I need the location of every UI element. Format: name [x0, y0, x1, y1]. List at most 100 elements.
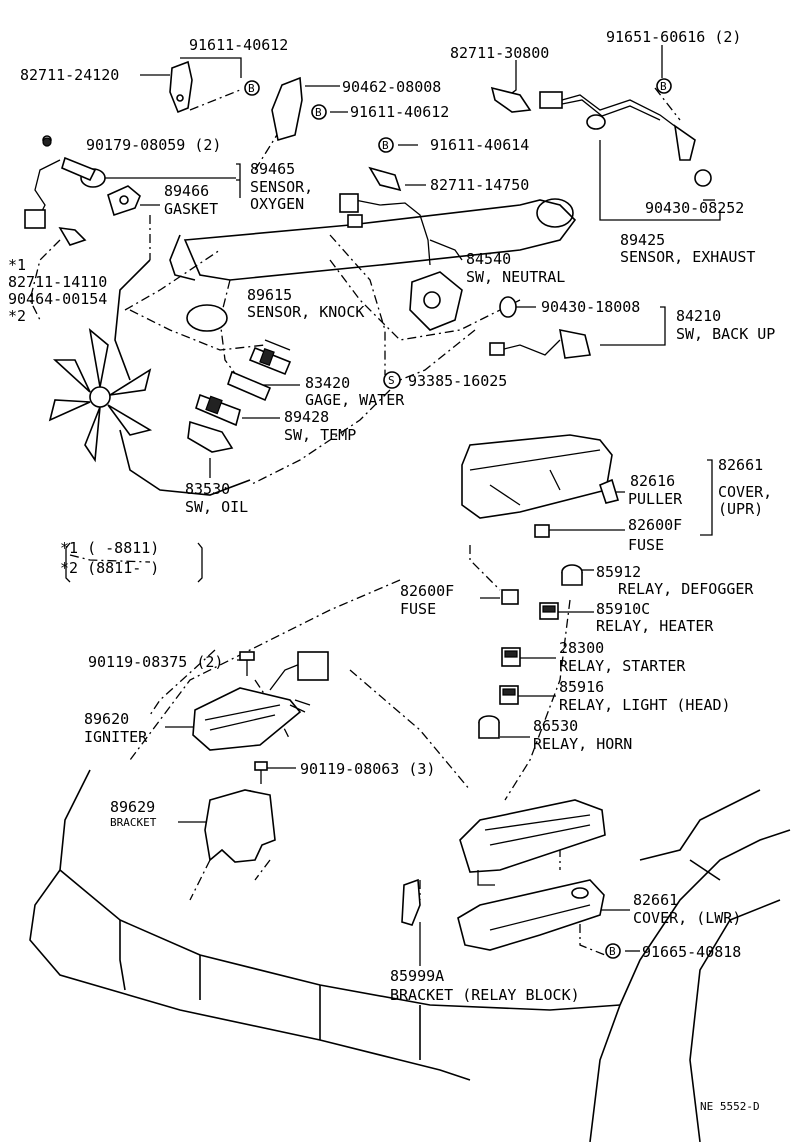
label-82600F-a-name: FUSE: [628, 536, 664, 554]
leader-lines: [85, 45, 721, 966]
label-91611-40614: 91611-40614: [430, 136, 529, 154]
relay-block-glyph: [459, 799, 606, 886]
label-85916-number: 85916: [559, 678, 604, 696]
label-82661-upper-name-2: (UPR): [718, 500, 763, 518]
label-star-2: *2: [8, 307, 26, 325]
label-86530-name: RELAY, HORN: [533, 735, 632, 753]
label-93385-16025: 93385-16025: [408, 372, 507, 390]
label-28300-number: 28300: [559, 639, 604, 657]
label-89465-name-1: SENSOR,: [250, 178, 313, 196]
label-82600F-a-number: 82600F: [628, 516, 682, 534]
label-85912-number: 85912: [596, 563, 641, 581]
part-82711-24120-glyph: [169, 60, 193, 114]
dashed-lines: [29, 87, 681, 956]
label-89465-name-2: OXYGEN: [250, 195, 304, 213]
label-89620-name: IGNITER: [84, 728, 148, 746]
label-85912-name: RELAY, DEFOGGER: [618, 580, 754, 598]
label-84540-number: 84540: [466, 250, 511, 268]
bolt-marker-b-1: B: [244, 80, 260, 96]
label-89428-number: 89428: [284, 408, 329, 426]
bolt-marker-b-5: B: [605, 943, 621, 959]
label-brackets: [65, 542, 203, 583]
label-89620-number: 89620: [84, 710, 129, 728]
part-90462-08008-glyph: [271, 76, 303, 142]
part-89620-glyph: [192, 651, 329, 751]
label-note-2: *2 (8811- ): [60, 559, 159, 577]
part-82661-lower-glyph: [457, 879, 605, 951]
drawing-number: NE 5552-D: [700, 1100, 760, 1113]
label-82661-upper-number: 82661: [718, 456, 763, 474]
label-91611-40612-b: 91611-40612: [350, 103, 449, 121]
label-83420-number: 83420: [305, 374, 350, 392]
bolt-marker-b-3: B: [311, 104, 327, 120]
label-89425-number: 89425: [620, 231, 665, 249]
label-84210-number: 84210: [676, 307, 721, 325]
part-89428-glyph: [195, 393, 241, 427]
label-84210-name: SW, BACK UP: [676, 325, 775, 343]
part-82661-upper-glyph: [461, 434, 620, 538]
label-89629-number: 89629: [110, 798, 155, 816]
label-star-1: *1: [8, 256, 26, 274]
part-90119-08063-glyph: [254, 761, 268, 784]
label-82711-14750: 82711-14750: [430, 176, 529, 194]
part-90119-08375-glyph: [239, 651, 255, 676]
part-89629-glyph: [204, 789, 276, 863]
label-82661-lower-name: COVER, (LWR): [633, 909, 741, 927]
part-85916-glyph: [499, 685, 519, 705]
label-84540-name: SW, NEUTRAL: [466, 268, 565, 286]
label-91665-40818: 91665-40818: [642, 943, 741, 961]
label-89466-name: GASKET: [164, 200, 218, 218]
label-90179-08059: 90179-08059 (2): [86, 136, 221, 154]
marker-b-text: B: [660, 80, 667, 93]
label-82711-24120: 82711-24120: [20, 66, 119, 84]
part-28300-glyph: [501, 647, 521, 667]
label-90119-08375: 90119-08375 (2): [88, 653, 223, 671]
label-90430-08252: 90430-08252: [645, 199, 744, 217]
bolt-marker-s: S: [383, 371, 401, 389]
label-89465-number: 89465: [250, 160, 295, 178]
part-84210-glyph: [489, 296, 591, 359]
part-89466-glyph: [107, 185, 141, 217]
stud-marker: [42, 137, 52, 147]
label-91651-60616: 91651-60616 (2): [606, 28, 741, 46]
label-82600F-b-name: FUSE: [400, 600, 436, 618]
label-85916-name: RELAY, LIGHT (HEAD): [559, 696, 731, 714]
bolt-marker-b-4: B: [378, 137, 394, 153]
part-labels: 91611-40612 82711-24120 82711-30800 9165…: [8, 28, 775, 1113]
label-90462-08008: 90462-08008: [342, 78, 441, 96]
label-82616-name: PULLER: [628, 490, 683, 508]
label-89425-name: SENSOR, EXHAUST: [620, 248, 755, 266]
marker-b-text: B: [315, 106, 322, 119]
label-90464-00154: 90464-00154: [8, 290, 107, 308]
label-90119-08063: 90119-08063 (3): [300, 760, 435, 778]
part-82711-14750-glyph: [368, 166, 402, 192]
label-85910C-name: RELAY, HEATER: [596, 617, 714, 635]
label-91611-40612-a: 91611-40612: [189, 36, 288, 54]
label-85999A-number: 85999A: [390, 967, 444, 985]
vehicle-body-outline: [29, 769, 791, 1142]
part-89465-glyph: [24, 135, 106, 229]
label-82661-lower-number: 82661: [633, 891, 678, 909]
part-89425-glyph: [539, 91, 712, 187]
label-89466-number: 89466: [164, 182, 209, 200]
marker-b-text: B: [609, 945, 616, 958]
part-89615-glyph: [248, 346, 292, 376]
part-85912-glyph: [561, 564, 583, 586]
label-82616-number: 82616: [630, 472, 675, 490]
label-82711-30800: 82711-30800: [450, 44, 549, 62]
label-89615-number: 89615: [247, 286, 292, 304]
part-82711-30800-glyph: [490, 86, 532, 113]
part-85910C-glyph: [539, 602, 559, 620]
part-85999A-glyph: [401, 878, 421, 926]
part-83530-glyph: [187, 420, 234, 453]
label-86530-number: 86530: [533, 717, 578, 735]
label-83530-name: SW, OIL: [185, 498, 248, 516]
label-82661-upper-name-1: COVER,: [718, 483, 772, 501]
marker-s-text: S: [388, 374, 395, 387]
label-89629-name: BRACKET: [110, 816, 157, 829]
engine-outline: [114, 198, 577, 496]
part-83420-glyph: [227, 370, 272, 402]
label-83420-name: GAGE, WATER: [305, 391, 405, 409]
label-85910C-number: 85910C: [596, 600, 650, 618]
